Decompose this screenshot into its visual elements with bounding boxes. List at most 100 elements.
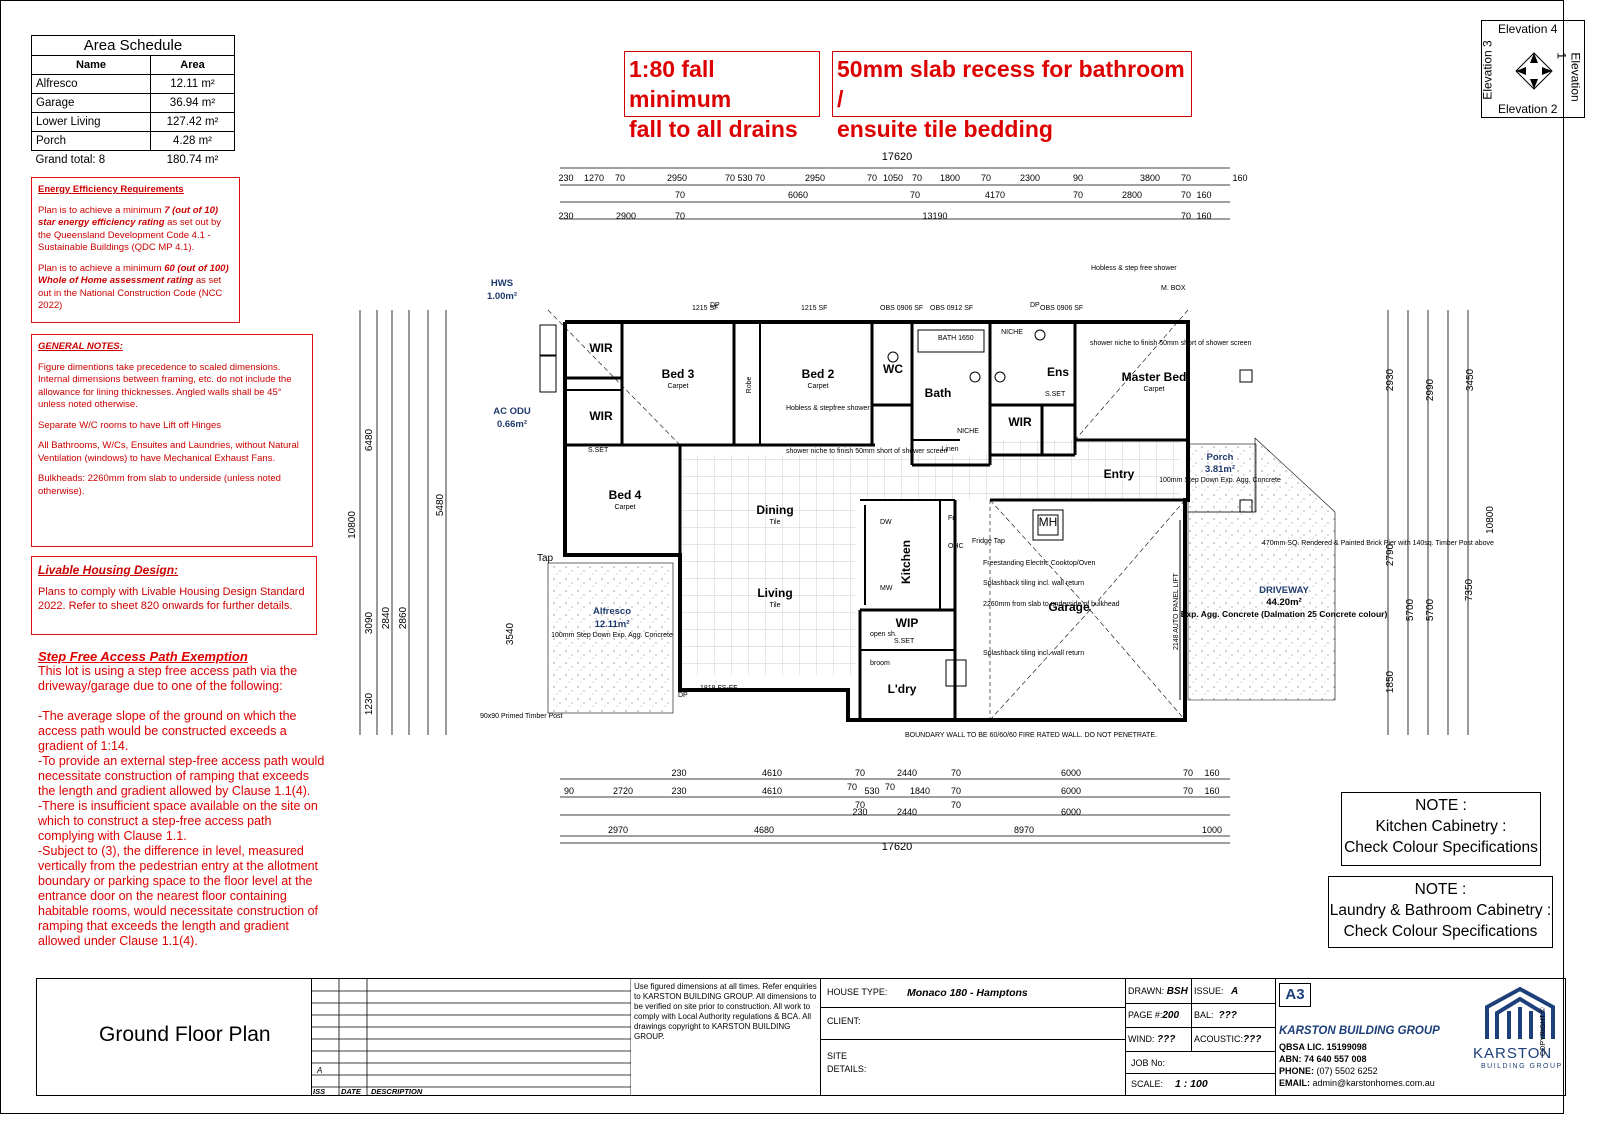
dim-label: 530 bbox=[737, 173, 752, 183]
window-tag: 1215 SF bbox=[692, 305, 718, 312]
splashback-note: Splashback tiling incl. wall return bbox=[983, 650, 1084, 657]
dim-label: 2300 bbox=[1020, 173, 1040, 183]
kitchen-cabinetry-note: NOTE :Kitchen Cabinetry :Check Colour Sp… bbox=[1341, 792, 1541, 866]
qbsa-licence: QBSA LIC. 15199098 bbox=[1279, 1042, 1367, 1052]
col-header-area: Area bbox=[150, 55, 235, 75]
area-notes: 100mm Step Down Exp. Agg. Concrete 100mm… bbox=[551, 477, 1281, 639]
dim-label: 2950 bbox=[667, 173, 687, 183]
energy-efficiency-box: Energy Efficiency Requirements Plan is t… bbox=[31, 177, 240, 323]
step-free-para: This lot is using a step free access pat… bbox=[38, 664, 298, 693]
top-dimensions bbox=[560, 167, 1230, 220]
dim-label: 2930 bbox=[1385, 368, 1396, 391]
living-tile-area bbox=[680, 455, 855, 675]
drawing-title: Ground Floor Plan bbox=[99, 1023, 271, 1046]
dim-label: 1270 bbox=[584, 173, 604, 183]
dim-label: 70 bbox=[1181, 190, 1191, 200]
dim-label: 90 bbox=[1073, 173, 1083, 183]
basin-icon bbox=[994, 371, 1006, 383]
floor-plan: 17620 230 1270 70 2950 70 530 70 2950 70… bbox=[347, 151, 1496, 853]
floor-finish-labels: Carpet Carpet Carpet Carpet Tile Tile Li… bbox=[614, 329, 1164, 609]
sheet-size: A3 bbox=[1279, 983, 1311, 1007]
brick-pier-note: 470mm SQ. Rendered & Painted Brick Pier … bbox=[1262, 540, 1494, 547]
floor-finish: Carpet bbox=[807, 383, 828, 390]
general-note: Bulkheads: 2260mm from slab to underside… bbox=[38, 473, 281, 497]
floor-finish: Carpet bbox=[1143, 386, 1164, 393]
manhole bbox=[1032, 509, 1064, 541]
hws-label: HWS bbox=[491, 278, 513, 289]
dim-label: 70 bbox=[951, 800, 961, 810]
shower-note: Hobless & step free shower bbox=[1091, 265, 1177, 272]
sset-tag: S.SET bbox=[1045, 391, 1066, 398]
broom-tag: broom bbox=[870, 660, 890, 667]
room-label-kitchen: Kitchen bbox=[899, 540, 913, 584]
niche-label: NICHE bbox=[1001, 329, 1023, 336]
elevation-key: Elevation 4 Elevation 2 Elevation 3 Elev… bbox=[1481, 20, 1585, 118]
dim-label: 70 bbox=[725, 173, 735, 183]
room-label-entry: Entry bbox=[1104, 467, 1135, 481]
room-label-wir: WIR bbox=[1008, 415, 1032, 429]
dim-overall-bottom: 17620 bbox=[882, 841, 913, 853]
cell: 12.11 m² bbox=[150, 74, 235, 94]
dim-label: 70 bbox=[675, 190, 685, 200]
house-info-cell: HOUSE TYPE: Monaco 180 - Hamptons CLIENT… bbox=[821, 979, 1126, 1095]
bath-tag: BATH 1650 bbox=[938, 335, 974, 342]
revision-a: A bbox=[316, 1066, 322, 1075]
laundry-cabinetry-note: NOTE :Laundry & Bathroom Cabinetry :Chec… bbox=[1328, 876, 1553, 948]
step-free-heading: Step Free Access Path Exemption bbox=[38, 649, 248, 664]
shower-note: Hobless & stepfree shower bbox=[786, 405, 870, 412]
general-notes-heading: GENERAL NOTES: bbox=[38, 341, 123, 352]
room-label-wir: WIR bbox=[589, 409, 613, 423]
issue-field: ISSUE: A bbox=[1194, 986, 1239, 997]
scale-label: SCALE: bbox=[1131, 1079, 1164, 1089]
fridge-tap-label: Fridge Tap bbox=[972, 538, 1005, 545]
downpipe-tag: DP bbox=[1030, 302, 1040, 309]
elevation-4-label: Elevation 4 bbox=[1498, 22, 1558, 36]
driveway-note: Exp. Agg. Concrete (Dalmation 25 Concret… bbox=[1181, 609, 1388, 619]
karston-logo-icon bbox=[1485, 986, 1555, 1039]
logo-subtitle: BUILDING GROUP bbox=[1481, 1063, 1563, 1070]
abn: ABN: 74 640 557 008 bbox=[1279, 1054, 1367, 1064]
dim-label: 1230 bbox=[364, 692, 375, 715]
cell: 4.28 m² bbox=[150, 131, 235, 151]
dim-label: 13190 bbox=[922, 211, 947, 221]
heat-pump-hws bbox=[539, 324, 557, 356]
dim-label: 1050 bbox=[883, 173, 903, 183]
alfresco-area: 12.11m² bbox=[595, 619, 630, 630]
company-cell: A3 KARSTON BUILDING GROUP QBSA LIC. 1519… bbox=[1275, 979, 1565, 1095]
energy-para-1: Plan is to achieve a minimum 7 (out of 1… bbox=[38, 204, 222, 254]
ohc-tag: OHC bbox=[948, 543, 964, 550]
alfresco-note: 100mm Step Down Exp. Agg. Concrete bbox=[551, 632, 673, 639]
dim-label: 6000 bbox=[1061, 807, 1081, 817]
side-dimensions bbox=[359, 310, 1469, 735]
dim-label: 70 bbox=[675, 211, 685, 221]
room-labels: WIR WIR Bed 3 Bed 2 Bed 4 Master Bed WC … bbox=[589, 341, 1186, 696]
dim-label: 70 bbox=[1183, 768, 1193, 778]
dim-label: 2840 bbox=[381, 606, 392, 629]
wind-field: WIND: ??? bbox=[1128, 1034, 1176, 1045]
dim-label: 70 bbox=[981, 173, 991, 183]
driveway-label: DRIVEWAY bbox=[1259, 585, 1309, 596]
walls bbox=[547, 309, 1190, 722]
manhole-label: MH bbox=[1039, 515, 1058, 529]
livable-heading: Livable Housing Design: bbox=[38, 563, 179, 577]
dim-label: 5480 bbox=[435, 493, 446, 516]
bottom-dimension-labels: 230 4610 70 2440 70 6000 70 160 90 2720 … bbox=[564, 768, 1222, 853]
window-tag: OBS 0906 SF bbox=[1040, 305, 1083, 312]
dim-label: 8970 bbox=[1014, 825, 1034, 835]
boundary-wall-note: BOUNDARY WALL TO BE 60/60/60 FIRE RATED … bbox=[905, 732, 1157, 739]
step-free-para: -There is insufficient space available o… bbox=[38, 799, 318, 843]
dim-label: 70 bbox=[1181, 211, 1191, 221]
page-field: PAGE #:200 bbox=[1128, 1010, 1180, 1021]
dim-label: 3450 bbox=[1465, 368, 1476, 391]
porch-slab bbox=[1187, 443, 1257, 513]
dim-label: 6060 bbox=[788, 190, 808, 200]
disclaimer-text: Use figured dimensions at all times. Ref… bbox=[631, 979, 821, 1095]
ac-odu-label: AC ODU bbox=[493, 406, 531, 417]
step-free-para: -The average slope of the ground on whic… bbox=[38, 709, 297, 753]
dim-label: 70 bbox=[847, 782, 857, 792]
floor-finish: Carpet bbox=[614, 504, 635, 511]
dim-label: 160 bbox=[1204, 768, 1219, 778]
